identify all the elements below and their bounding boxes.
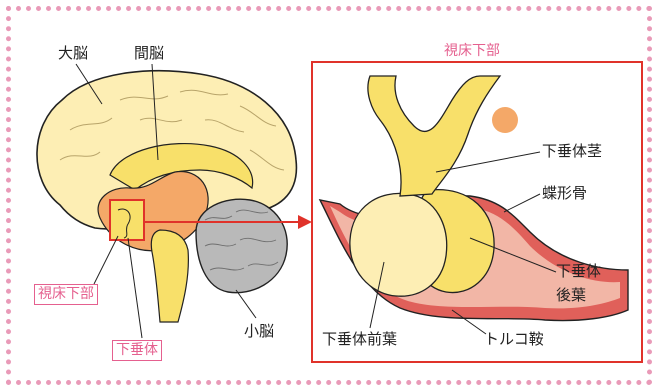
pituitary-label: 下垂体 (112, 340, 162, 361)
sella-turcica-label: トルコ鞍 (484, 330, 544, 348)
stalk-label: 下垂体茎 (542, 142, 602, 160)
brainstem-shape (151, 230, 188, 322)
mammillary-bump (492, 107, 518, 133)
inset-title: 視床下部 (444, 40, 500, 60)
sphenoid-label: 蝶形骨 (542, 184, 587, 202)
cerebellum-label: 小脳 (244, 322, 274, 340)
diencephalon-label: 間脳 (134, 44, 164, 62)
cerebrum-label: 大脳 (58, 44, 88, 62)
posterior-lobe-label-line1: 下垂体 (556, 262, 601, 280)
anterior-lobe-label: 下垂体前葉 (322, 330, 397, 348)
zoom-arrow-head (298, 215, 312, 229)
hypothalamus-label: 視床下部 (34, 284, 98, 305)
cerebellum-shape (196, 199, 287, 292)
posterior-lobe-label-line2: 後葉 (556, 286, 586, 304)
anterior-lobe (350, 193, 447, 296)
